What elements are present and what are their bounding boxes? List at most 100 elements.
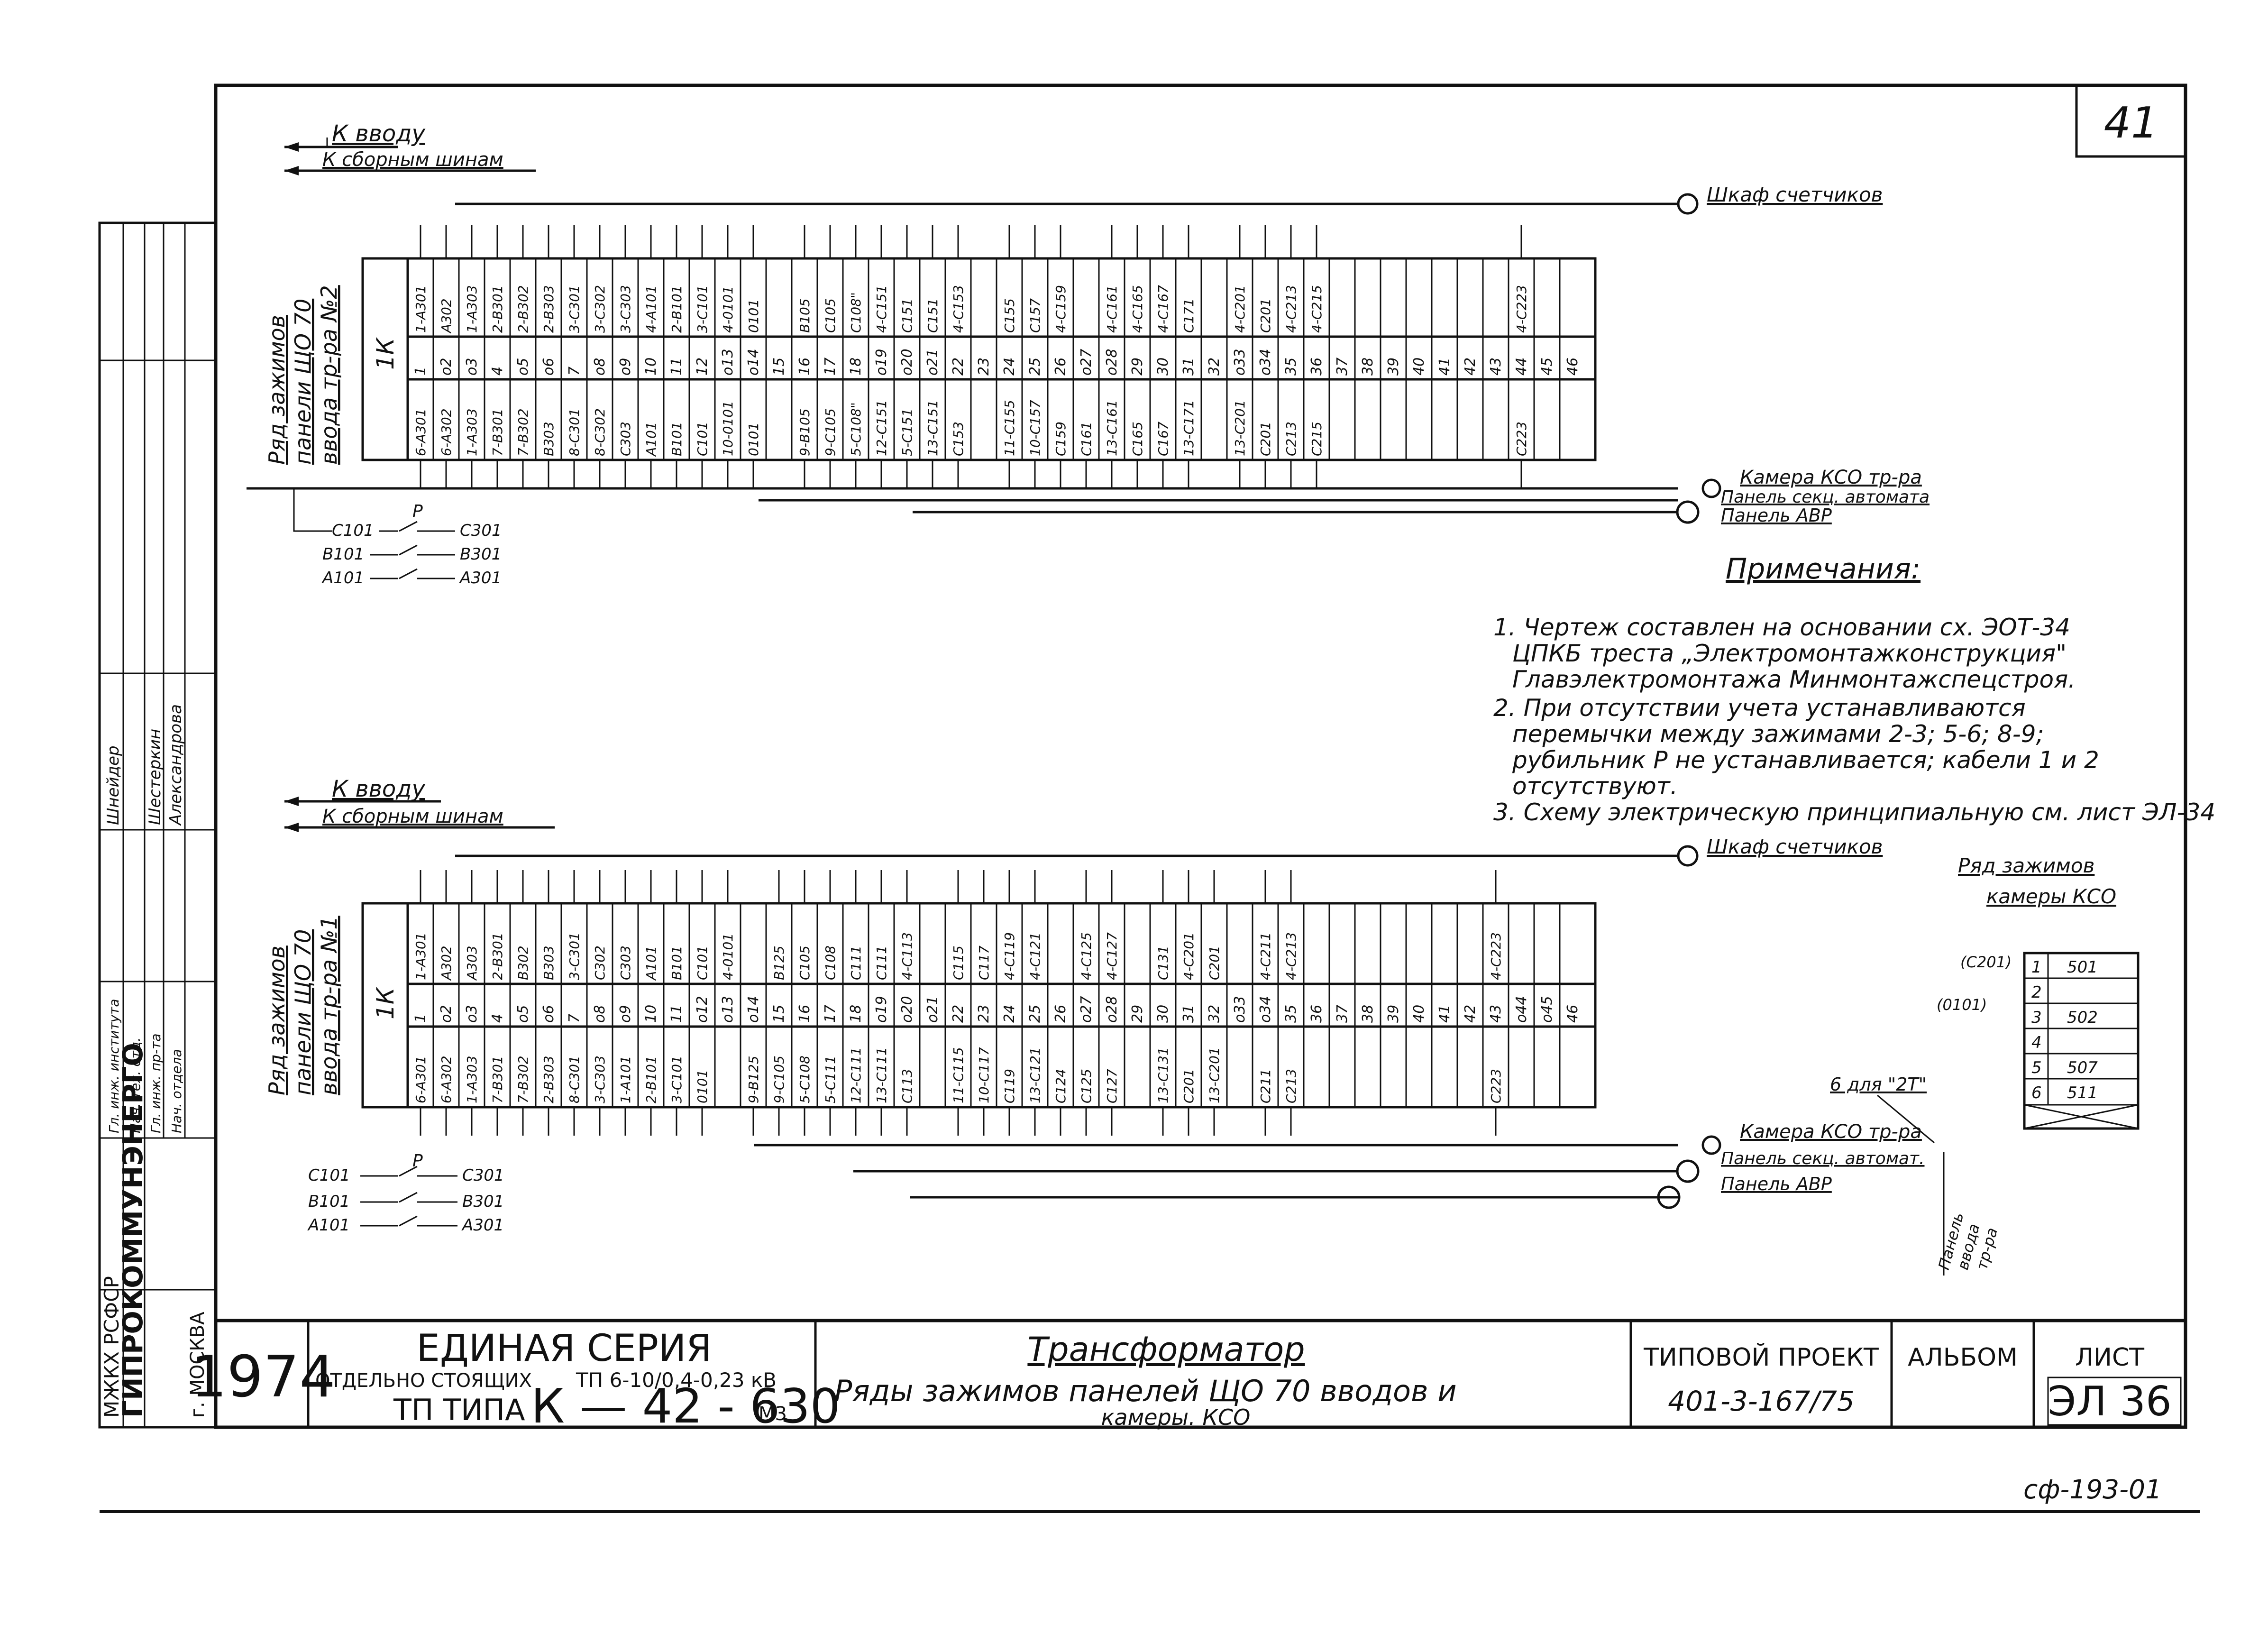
form-code: сф-193-01: [2023, 1474, 2162, 1505]
top-terminal-number: 42: [1462, 358, 1479, 376]
bottom-upper-label: С111: [848, 945, 864, 980]
kso-row-value: 511: [2067, 1083, 2098, 1102]
bottom-upper-label: В125: [771, 945, 787, 980]
bottom-terminal-number: 1: [412, 1014, 429, 1023]
top-lower-label: 8-С301: [567, 408, 582, 456]
title-type-value: К — 42 - 630: [531, 1378, 840, 1434]
top-lower-label: 11-С155: [1002, 400, 1017, 456]
note-line-3: 2. При отсутствии учета устанавливаются: [1493, 694, 2026, 722]
notes-title: Примечания:: [1726, 552, 1920, 586]
bottom-upper-label: 4-С213: [1283, 932, 1299, 980]
top-terminal-number: о27: [1078, 349, 1095, 376]
bottom-terminal-number: о34: [1257, 996, 1274, 1023]
top-upper-label: 4-С223: [1514, 285, 1529, 333]
top-lower-label: 9-В105: [797, 408, 813, 456]
note-line-4: перемычки между зажимами 2-3; 5-6; 8-9;: [1512, 720, 2044, 748]
bottom-lower-label: 1-А101: [618, 1055, 633, 1103]
sheet-value: ЭЛ 36: [2048, 1378, 2172, 1425]
top-upper-label: 2-В302: [515, 285, 531, 333]
bottom-upper-label: С303: [618, 945, 633, 980]
bottom-upper-label: С111: [874, 945, 889, 980]
top-lower-label: 7-В301: [490, 408, 505, 456]
bottom-upper-label: 3-С301: [567, 932, 582, 980]
bottom-lower-label: 9-С105: [771, 1055, 787, 1103]
bottom-upper-label: 2-В301: [490, 932, 505, 980]
top-lower-label: С213: [1283, 422, 1299, 456]
top-lower-label: 13-С151: [925, 400, 941, 456]
stamp-row-3-title: Нач. отдела: [169, 1049, 184, 1133]
bottom-lower-label: 6-А301: [413, 1055, 429, 1103]
top-switch-right-1: В301: [460, 545, 502, 564]
top-switch-left-0: С101: [332, 521, 374, 540]
top-output-0: Камера КСО тр-ра: [1740, 467, 1922, 488]
drawing-title: Трансформатор: [1027, 1330, 1305, 1369]
bottom-lower-label: С127: [1104, 1069, 1120, 1103]
note-line-0: 1. Чертеж составлен на основании сх. ЭОТ…: [1493, 614, 2070, 641]
bottom-terminal-cells: 1-А30116-А301А302о26-А302А303о31-А3032-В…: [407, 870, 1581, 1136]
top-terminal-number: 22: [950, 358, 967, 376]
top-lower-label: 0101: [746, 422, 761, 456]
bottom-lower-label: С125: [1079, 1069, 1094, 1103]
bottom-terminal-block: [361, 902, 1597, 1109]
bottom-lower-label: 13-С201: [1207, 1047, 1222, 1103]
bottom-terminal-number: 26: [1052, 1005, 1069, 1023]
bottom-switch: Р С101 В101 А101 С301 В301 А301: [307, 1151, 504, 1235]
kso-row-value: 502: [2067, 1008, 2098, 1027]
bottom-terminal-number: о27: [1078, 996, 1095, 1023]
bottom-lower-label: 3-С303: [592, 1055, 608, 1103]
bottom-output-2: Панель АВР: [1721, 1174, 1832, 1194]
kso-row-number: 3: [2031, 1008, 2042, 1027]
top-terminal-number: 39: [1385, 358, 1402, 376]
top-lower-label: 8-С302: [592, 408, 608, 456]
top-terminal-number: 4: [489, 367, 506, 376]
bottom-terminal-number: о12: [694, 996, 711, 1023]
top-row-title-1: Ряд зажимов: [264, 315, 290, 465]
top-lower-label: С215: [1309, 422, 1325, 456]
bottom-terminal-number: 10: [643, 1005, 659, 1023]
bottom-lower-label: 13-С111: [874, 1047, 889, 1103]
top-upper-label: 2-В303: [541, 285, 557, 333]
kso-row-number: 1: [2031, 958, 2042, 977]
top-lower-label: 13-С161: [1104, 400, 1120, 456]
top-terminal-number: о34: [1257, 349, 1274, 376]
bottom-terminal-number: о8: [592, 1005, 608, 1023]
top-output-1: Панель секц. автомата: [1721, 487, 1930, 507]
bottom-lower-label: 5-С111: [823, 1055, 838, 1103]
bottom-upper-label: 4-С119: [1002, 932, 1017, 980]
stamp-row-2-title: Гл. инж. пр-та: [148, 1034, 164, 1133]
top-terminal-number: о19: [873, 349, 890, 376]
bottom-switch-left-1: В101: [308, 1192, 350, 1211]
top-terminal-number: о28: [1104, 349, 1120, 376]
bottom-upper-label: 4-С127: [1104, 932, 1120, 980]
title-type-suffix: М3: [759, 1403, 787, 1425]
top-upper-label: 4-С201: [1232, 285, 1248, 333]
bottom-lower-label: 6-А302: [439, 1055, 454, 1103]
top-terminal-number: 46: [1564, 358, 1581, 376]
kso-tag-0: (С201): [1960, 953, 2012, 971]
top-lower-label: С159: [1053, 422, 1069, 456]
top-terminal-number: 11: [668, 358, 685, 376]
bottom-lower-label: 13-С131: [1155, 1047, 1171, 1103]
top-upper-label: 4-0101: [720, 286, 736, 333]
title-type-label: ТП ТИПА: [393, 1393, 525, 1427]
bottom-terminal-number: 32: [1206, 1005, 1223, 1023]
bottom-lower-label: С119: [1002, 1069, 1017, 1103]
bottom-terminal-number: 25: [1027, 1005, 1043, 1023]
stamp-name-1: Шестеркин: [146, 729, 165, 825]
top-terminal-number: о8: [592, 358, 608, 376]
top-terminal-cells: 1-А30116-А301А302о26-А3021-А303о31-А3032…: [407, 225, 1581, 488]
kso-row-number: 4: [2031, 1033, 2042, 1052]
top-terminal-number: 44: [1513, 358, 1530, 376]
bottom-terminal-number: 46: [1564, 1005, 1581, 1023]
top-lower-label: А101: [643, 422, 659, 457]
top-terminal-number: 31: [1180, 358, 1197, 376]
top-terminal-number: 32: [1206, 358, 1223, 376]
bottom-terminal-number: о28: [1104, 996, 1120, 1023]
top-upper-label: 4-А101: [643, 285, 659, 333]
bottom-lower-label: 1-А303: [464, 1055, 480, 1103]
top-upper-label: 4-С215: [1309, 285, 1325, 333]
bottom-terminal-number: о6: [540, 1005, 557, 1023]
bottom-upper-label: 4-С223: [1488, 932, 1504, 980]
bottom-terminal-number: о21: [924, 996, 941, 1023]
